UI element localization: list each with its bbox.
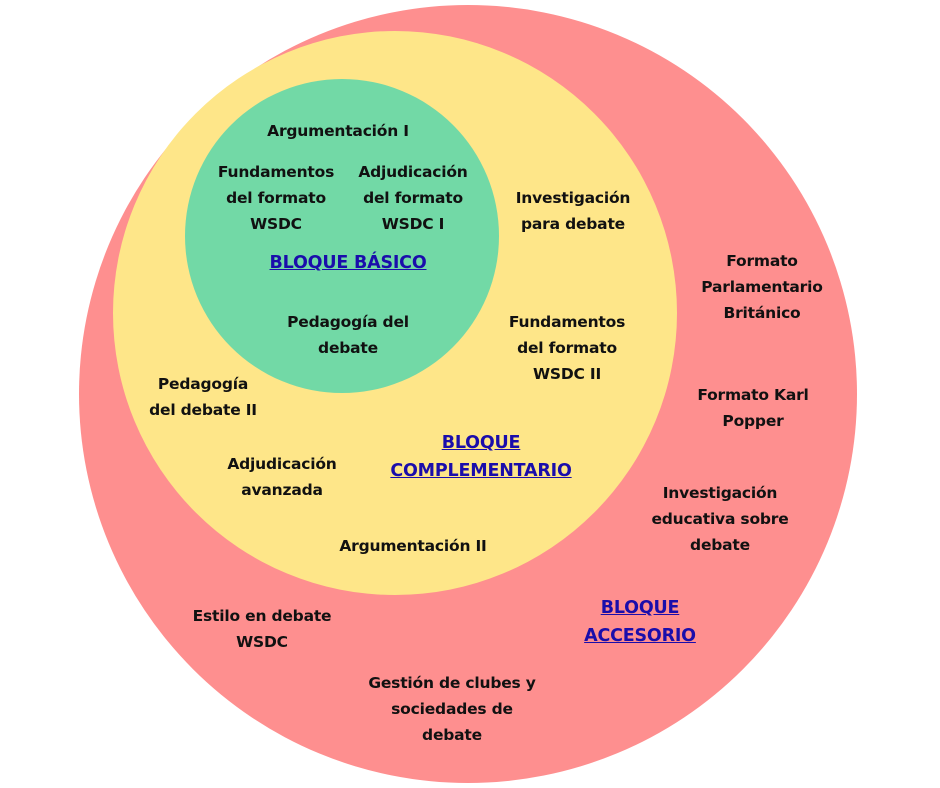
bloque-basico-circle [185, 79, 499, 393]
bloque-basico-link[interactable]: BLOQUE BÁSICO [269, 253, 427, 273]
bloque-accesorio-link[interactable]: BLOQUE ACCESORIO [584, 598, 696, 646]
course-pedagogia-debate-ii: Pedagogía del debate II [149, 375, 257, 419]
course-investigacion-educativa: Investigación educativa sobre debate [651, 484, 789, 554]
course-adjudicacion-wsdc-i: Adjudicación del formato WSDC I [358, 163, 468, 233]
course-formato-bp: Formato Parlamentario Británico [701, 252, 823, 322]
course-argumentacion-i: Argumentación I [267, 122, 409, 140]
course-fundamentos-wsdc: Fundamentos del formato WSDC [217, 163, 335, 233]
course-pedagogia-debate: Pedagogía del debate [287, 313, 409, 357]
course-fundamentos-wsdc-ii: Fundamentos del formato WSDC II [508, 313, 626, 383]
course-gestion-clubes: Gestión de clubes y sociedades de debate [368, 674, 536, 744]
bloque-complementario-link[interactable]: BLOQUE COMPLEMENTARIO [390, 433, 572, 481]
course-adjudicacion-avanzada: Adjudicación avanzada [227, 455, 337, 499]
course-argumentacion-ii: Argumentación II [339, 537, 487, 555]
course-estilo-wsdc: Estilo en debate WSDC [192, 607, 332, 651]
course-investigacion-debate: Investigación para debate [515, 189, 631, 233]
course-formato-karl-popper: Formato Karl Popper [697, 386, 809, 430]
